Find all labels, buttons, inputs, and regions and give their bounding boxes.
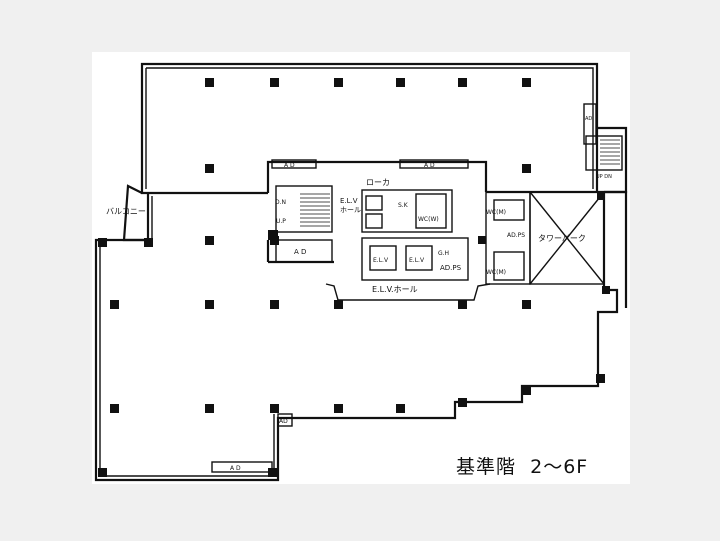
ad-label-small: AD: [279, 418, 288, 425]
plan-labels: バルコニー ローカ E.L.V ホール E.L.V.ホール タワーパーク A D…: [106, 116, 612, 472]
tower-park-label: タワーパーク: [538, 234, 586, 243]
gh-label: G.H: [438, 250, 449, 257]
elv-hall-upper-sub-label: ホール: [340, 206, 361, 214]
plan-paper: [92, 52, 630, 484]
ad-label-top-left: A D: [284, 162, 295, 169]
ad-label-bottom: A D: [230, 465, 241, 472]
up-dn-label: UP DN: [596, 174, 612, 180]
ad-label-top-right: A D: [424, 162, 435, 169]
balcony-label: バルコニー: [106, 207, 146, 216]
wc-m-label-upper: WC(M): [486, 209, 506, 216]
floor-caption: 基準階 2〜6F: [456, 452, 588, 479]
elv-label-left: E.L.V: [373, 257, 389, 264]
up-label: U.P: [276, 218, 286, 225]
locker-label: ローカ: [366, 178, 390, 187]
ad-label-stair: AD: [585, 116, 592, 122]
sk-label: S.K: [398, 202, 409, 209]
elv-label-right: E.L.V: [409, 257, 425, 264]
wc-m-label-lower: WC(M): [486, 269, 506, 276]
dn-label: D.N: [275, 199, 286, 206]
ad-ps-label-wc: AD.PS: [507, 232, 525, 239]
wc-w-label: WC(W): [418, 216, 439, 223]
elv-hall-upper-label: E.L.V: [340, 197, 358, 205]
floor-range: 2〜6F: [530, 456, 589, 478]
columns: [98, 78, 610, 477]
floor-title: 基準階: [456, 456, 517, 478]
inner-walls: [99, 67, 623, 477]
ad-label-core: A D: [294, 248, 306, 256]
elv-hall-main-label: E.L.V.ホール: [372, 285, 418, 294]
ad-ps-label-core: AD.PS: [440, 264, 462, 272]
